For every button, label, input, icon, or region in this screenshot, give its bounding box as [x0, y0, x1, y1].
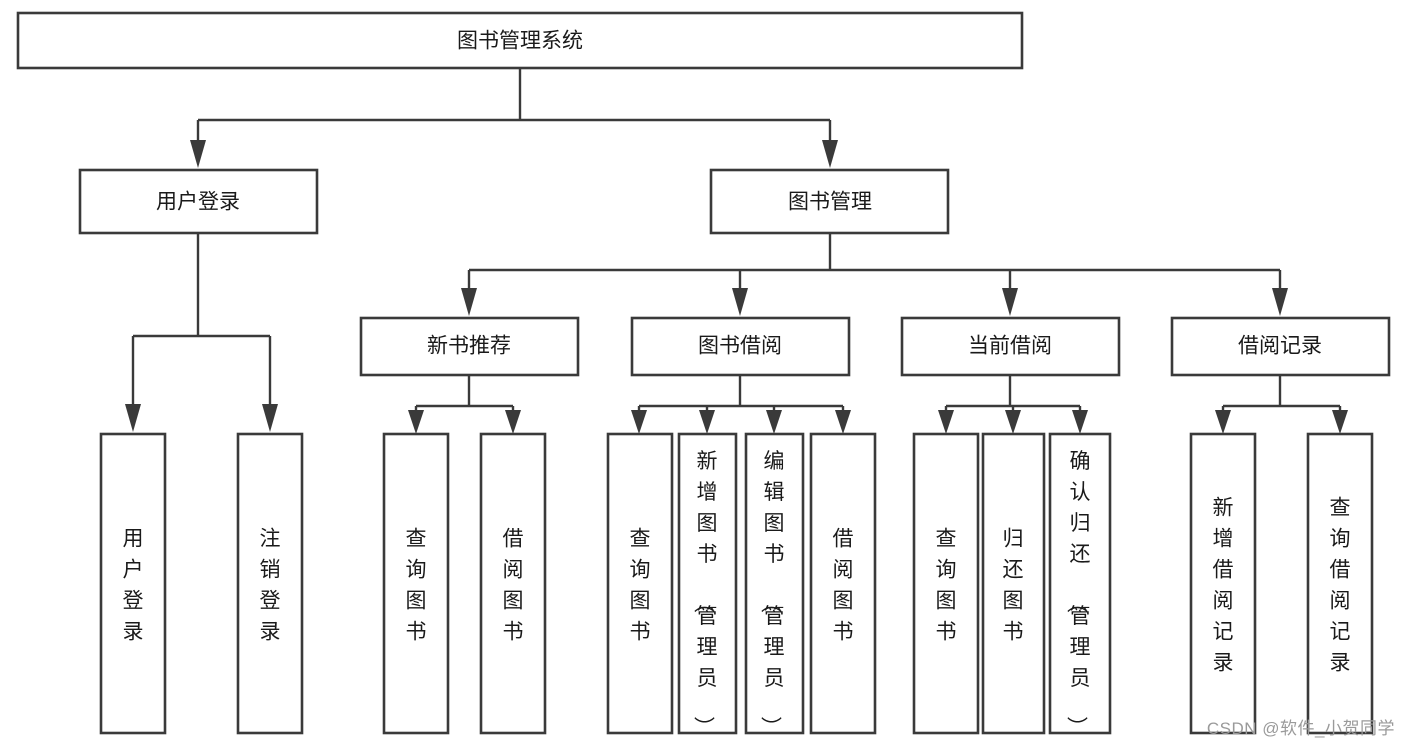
node-book-borrow[interactable]: 图书借阅 — [630, 316, 851, 377]
node-leaf-query-book-1-box[interactable] — [382, 432, 450, 735]
arrow-to-book-management — [822, 140, 838, 168]
node-leaf-borrow-book-1-label: 借阅图书 — [503, 528, 524, 644]
node-leaf-query-book-3[interactable]: 查询图书 — [912, 432, 980, 735]
node-leaf-edit-book[interactable]: 编辑图书（管理员） — [744, 432, 805, 737]
node-leaf-query-book-1[interactable]: 查询图书 — [382, 432, 450, 735]
node-root-label: 图书管理系统 — [457, 30, 583, 53]
node-leaf-query-book-2-box[interactable] — [606, 432, 674, 735]
node-leaf-add-book[interactable]: 新增图书（管理员） — [677, 432, 738, 737]
node-leaf-query-record-label: 查询借阅记录 — [1330, 497, 1351, 675]
node-leaf-add-record-box[interactable] — [1189, 432, 1257, 735]
node-leaf-query-record[interactable]: 查询借阅记录 — [1306, 432, 1374, 735]
node-book-borrow-label: 图书借阅 — [698, 335, 782, 358]
arrow-to-leaf-confirm-return — [1072, 410, 1088, 434]
node-leaf-return-book[interactable]: 归还图书 — [981, 432, 1046, 735]
arrow-to-new-book-recommend — [461, 288, 477, 316]
node-leaf-borrow-book-2[interactable]: 借阅图书 — [809, 432, 877, 735]
arrow-to-leaf-query-book-3 — [938, 410, 954, 434]
node-borrow-record-box[interactable] — [1170, 316, 1391, 377]
node-leaf-add-book-box[interactable] — [677, 432, 738, 735]
node-leaf-confirm-return-label: 确认归还（管理员） — [1065, 450, 1091, 737]
connector-layer — [125, 68, 1348, 434]
node-leaf-borrow-book-1-box[interactable] — [479, 432, 547, 735]
node-root-box[interactable] — [16, 11, 1024, 70]
node-leaf-confirm-return-box[interactable] — [1048, 432, 1112, 735]
node-leaf-edit-book-label: 编辑图书（管理员） — [759, 450, 785, 737]
node-leaf-add-record[interactable]: 新增借阅记录 — [1189, 432, 1257, 735]
node-borrow-record-label: 借阅记录 — [1238, 335, 1322, 358]
node-book-management-label: 图书管理 — [788, 191, 872, 214]
node-leaf-user-logout-box[interactable] — [236, 432, 304, 735]
node-leaf-query-book-1-label: 查询图书 — [406, 528, 427, 644]
arrow-to-current-borrow — [1002, 288, 1018, 316]
node-leaf-add-record-label: 新增借阅记录 — [1213, 497, 1234, 675]
node-new-book-recommend-box[interactable] — [359, 316, 580, 377]
node-leaf-query-record-box[interactable] — [1306, 432, 1374, 735]
node-leaf-add-book-label: 新增图书（管理员） — [692, 450, 718, 737]
arrow-to-leaf-add-record — [1215, 410, 1231, 434]
node-user-login[interactable]: 用户登录 — [78, 168, 319, 235]
arrow-to-borrow-record — [1272, 288, 1288, 316]
node-current-borrow[interactable]: 当前借阅 — [900, 316, 1121, 377]
node-borrow-record[interactable]: 借阅记录 — [1170, 316, 1391, 377]
arrow-to-leaf-add-book — [699, 410, 715, 434]
node-current-borrow-box[interactable] — [900, 316, 1121, 377]
node-leaf-query-book-3-box[interactable] — [912, 432, 980, 735]
node-leaf-query-book-2[interactable]: 查询图书 — [606, 432, 674, 735]
node-leaf-borrow-book-1[interactable]: 借阅图书 — [479, 432, 547, 735]
node-root[interactable]: 图书管理系统 — [16, 11, 1024, 70]
node-leaf-user-logout[interactable]: 注销登录 — [236, 432, 304, 735]
node-leaf-query-book-3-label: 查询图书 — [936, 528, 957, 644]
arrow-to-book-borrow — [732, 288, 748, 316]
arrow-to-leaf-user-login — [125, 404, 141, 432]
arrow-to-leaf-query-book-1 — [408, 410, 424, 434]
arrow-to-leaf-borrow-book-2 — [835, 410, 851, 434]
node-leaf-borrow-book-2-label: 借阅图书 — [833, 528, 854, 644]
arrow-to-leaf-user-logout — [262, 404, 278, 432]
arrow-to-leaf-query-record — [1332, 410, 1348, 434]
node-leaf-confirm-return[interactable]: 确认归还（管理员） — [1048, 432, 1112, 737]
arrow-to-leaf-return-book — [1005, 410, 1021, 434]
node-leaf-user-login[interactable]: 用户登录 — [99, 432, 167, 735]
node-leaf-user-login-label: 用户登录 — [123, 528, 144, 644]
arrow-to-leaf-edit-book — [766, 410, 782, 434]
node-leaf-borrow-book-2-box[interactable] — [809, 432, 877, 735]
node-leaf-user-login-box[interactable] — [99, 432, 167, 735]
node-new-book-recommend-label: 新书推荐 — [427, 335, 511, 358]
arrow-to-leaf-borrow-book-1 — [505, 410, 521, 434]
node-leaf-edit-book-box[interactable] — [744, 432, 805, 735]
node-leaf-return-book-label: 归还图书 — [1003, 528, 1024, 644]
node-book-borrow-box[interactable] — [630, 316, 851, 377]
watermark-text: CSDN @软件_小贺同学 — [1206, 719, 1395, 738]
node-book-management-box[interactable] — [709, 168, 950, 235]
arrow-to-leaf-query-book-2 — [631, 410, 647, 434]
node-user-login-label: 用户登录 — [156, 191, 240, 214]
node-book-management[interactable]: 图书管理 — [709, 168, 950, 235]
node-current-borrow-label: 当前借阅 — [968, 335, 1052, 358]
node-leaf-query-book-2-label: 查询图书 — [630, 528, 651, 644]
node-leaf-user-logout-label: 注销登录 — [260, 528, 281, 644]
node-new-book-recommend[interactable]: 新书推荐 — [359, 316, 580, 377]
node-leaf-return-book-box[interactable] — [981, 432, 1046, 735]
arrow-to-user-login — [190, 140, 206, 168]
node-user-login-box[interactable] — [78, 168, 319, 235]
